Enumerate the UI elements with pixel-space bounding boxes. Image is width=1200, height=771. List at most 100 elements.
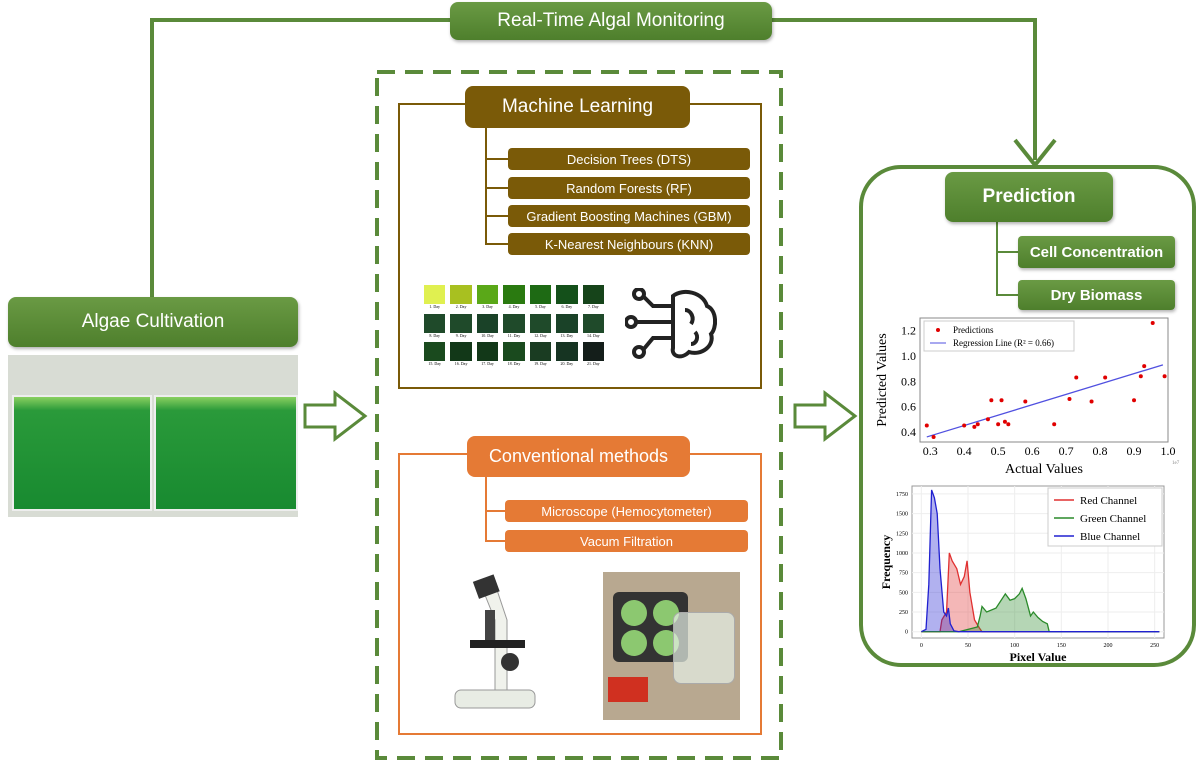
arrow-right-icon: [303, 389, 368, 443]
data-point: [1162, 374, 1167, 379]
day-sample: 20. Day: [556, 342, 578, 370]
series-area-0: [921, 552, 1160, 632]
x-tick-label: 200: [1104, 643, 1113, 649]
filter-disc: [621, 630, 647, 656]
arrow-right-icon: [793, 389, 858, 443]
data-point: [1142, 364, 1147, 369]
x-axis-label: Pixel Value: [1009, 650, 1067, 664]
series-line-2: [921, 489, 1160, 633]
y-tick-label: 0.8: [901, 374, 916, 388]
data-point: [989, 398, 994, 403]
data-point: [1067, 396, 1072, 401]
data-point: [1089, 399, 1094, 404]
y-tick-label: 1.2: [901, 324, 916, 338]
ml-item-knn: K-Nearest Neighbours (KNN): [508, 233, 750, 255]
x-tick-label: 0.5: [991, 444, 1006, 458]
title-box: Real-Time Algal Monitoring: [450, 2, 772, 40]
legend-predictions: Predictions: [953, 325, 994, 335]
conv-tree-lines: [485, 477, 505, 542]
tank: [154, 395, 298, 511]
y-tick-label: 250: [899, 610, 908, 616]
legend-box: [1047, 487, 1163, 547]
data-point: [962, 423, 967, 428]
x-axis-label: Actual Values: [1005, 462, 1083, 477]
ai-brain-icon: [625, 288, 718, 359]
data-point: [985, 417, 990, 422]
y-tick-label: 1250: [896, 531, 908, 537]
y-tick-label: 0.4: [901, 425, 916, 439]
day-sample: 16. Day: [450, 342, 472, 370]
data-point: [1023, 399, 1028, 404]
data-point: [975, 422, 980, 427]
x-tick-label: 0: [920, 643, 923, 649]
legend-box: [923, 320, 1075, 352]
day-sample: 8. Day: [424, 313, 446, 342]
microscope-photo: [454, 574, 536, 709]
day-sample: 1. Day: [424, 285, 446, 313]
legend-marker-predictions: [936, 328, 940, 332]
legend-label: Red Channel: [1080, 495, 1137, 507]
algae-cultivation-box: Algae Cultivation: [8, 297, 298, 347]
pred-item-cell-concentration: Cell Concentration: [1018, 236, 1175, 268]
x-tick-label: 0.9: [1127, 444, 1142, 458]
day-sample: 6. Day: [556, 285, 578, 313]
y-axis-label: Frequency: [879, 535, 893, 589]
pred-item-dry-biomass: Dry Biomass: [1018, 280, 1175, 310]
legend-regression: Regression Line (R² = 0.66): [953, 338, 1054, 348]
y-tick-label: 1000: [896, 551, 908, 557]
x-tick-label: 0.6: [1025, 444, 1040, 458]
day-sample: 10. Day: [476, 313, 499, 342]
data-point: [1074, 375, 1079, 380]
series-area-1: [921, 588, 1160, 632]
ml-item-rf: Random Forests (RF): [508, 177, 750, 199]
x-tick-label: 0.4: [957, 444, 972, 458]
day-sample: 2. Day: [450, 285, 472, 313]
ml-tree-lines: [485, 128, 508, 245]
ml-item-gbm: Gradient Boosting Machines (GBM): [508, 205, 750, 227]
ml-item-dts: Decision Trees (DTS): [508, 148, 750, 170]
data-point: [924, 423, 929, 428]
y-tick-label: 500: [899, 590, 908, 596]
glass-flask: [673, 612, 735, 684]
day-sample: 15. Day: [424, 342, 446, 370]
x-tick-label: 250: [1150, 643, 1159, 649]
x-tick-label: 1.0: [1161, 444, 1176, 458]
data-point: [931, 434, 936, 439]
x-tick-label: 0.3: [923, 444, 938, 458]
data-point: [1006, 422, 1011, 427]
x-tick-label: 100: [1010, 643, 1019, 649]
legend-label: Green Channel: [1080, 513, 1146, 525]
data-point: [999, 398, 1004, 403]
filter-disc: [621, 600, 647, 626]
data-point: [1103, 375, 1108, 380]
prediction-tree-lines: [996, 222, 1018, 296]
prediction-title: Prediction: [945, 172, 1113, 222]
x-tick-label: 150: [1057, 643, 1066, 649]
feedback-line-right: [772, 18, 1037, 160]
conventional-title: Conventional methods: [467, 436, 690, 477]
day-sample: 3. Day: [476, 285, 499, 313]
day-sample: 9. Day: [450, 313, 472, 342]
day-sample: 11. Day: [503, 313, 525, 342]
y-tick-label: 1750: [896, 492, 908, 498]
tank: [12, 395, 152, 511]
x-tick-label: 0.8: [1093, 444, 1108, 458]
data-point: [1052, 422, 1057, 427]
day-sample: 5. Day: [529, 285, 552, 313]
data-point: [1150, 321, 1155, 326]
conv-item-filtration: Vacum Filtration: [505, 530, 748, 552]
x-tick-label: 50: [965, 643, 971, 649]
regression-line: [926, 364, 1164, 438]
day-sample: 19. Day: [529, 342, 552, 370]
day-sample: 13. Day: [556, 313, 578, 342]
day-sample: 12. Day: [529, 313, 552, 342]
day-sample: 17. Day: [476, 342, 499, 370]
feedback-line-left: [150, 18, 450, 297]
data-point: [972, 424, 977, 429]
data-point: [1132, 398, 1137, 403]
y-tick-label: 0: [905, 630, 908, 636]
ml-title: Machine Learning: [465, 86, 690, 128]
